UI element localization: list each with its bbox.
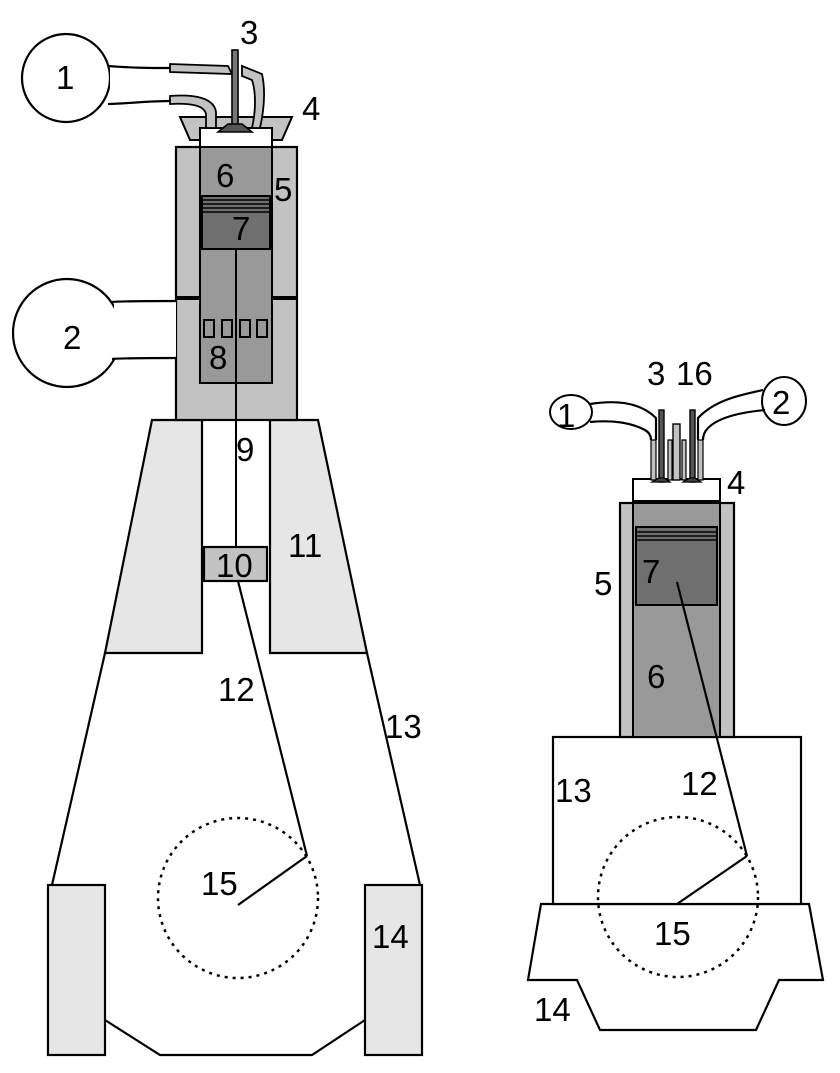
left-piston-rings	[202, 199, 270, 213]
left-intake-passage-lower	[169, 94, 217, 129]
left-piston	[201, 195, 271, 250]
right-cylinder-head	[632, 478, 721, 502]
right-intake-pipe-bottom	[589, 420, 653, 441]
right-crankcase	[551, 735, 803, 906]
left-label-cylinder-wall: 5	[274, 171, 292, 208]
left-valve-head	[215, 123, 255, 133]
right-intake-manifold	[549, 394, 593, 430]
left-label-valve: 3	[240, 14, 258, 51]
right-exhaust-pipe-top	[696, 388, 764, 440]
right-label-cylinder-wall: 5	[594, 565, 612, 602]
right-exhaust-manifold	[761, 376, 807, 426]
left-label-bed: 14	[372, 918, 409, 955]
right-exhaust-valve-stem	[689, 409, 696, 483]
right-connecting-rod	[675, 581, 749, 857]
left-label-crank: 15	[201, 865, 238, 902]
left-label-piston: 7	[232, 210, 250, 247]
right-crank-throw	[676, 855, 748, 905]
right-label-intake-valve: 3	[647, 355, 665, 392]
left-exhaust-pipe-bottom	[111, 356, 177, 361]
right-label-crankcase: 13	[555, 772, 592, 809]
left-exhaust-pipe-top	[111, 299, 177, 304]
left-crosshead-guide-left	[103, 418, 204, 655]
left-frame-right-edge	[365, 652, 422, 886]
right-label-intake-manifold: 1	[557, 397, 575, 434]
left-label-intake-manifold: 1	[56, 59, 74, 96]
right-crank-circle	[596, 815, 760, 979]
right-engine: 1 2 3 16 4 5 6 7 12 13 14 15	[526, 355, 825, 1032]
right-piston-rings	[636, 531, 717, 541]
left-exhaust-pipe	[114, 302, 176, 358]
right-exhaust-pipe-bottom	[701, 408, 766, 441]
right-valve-heads	[649, 477, 703, 483]
left-intake-pipe-top	[107, 64, 171, 70]
left-crosshead-guide-right	[268, 418, 369, 655]
right-intake-valve-stem	[658, 409, 665, 483]
right-label-cylinder-head: 4	[727, 464, 745, 501]
left-frame-outline	[50, 652, 107, 886]
right-bed	[526, 902, 825, 1032]
right-label-exhaust-valve: 16	[676, 355, 713, 392]
left-bed-right-block	[363, 883, 424, 1057]
right-valve-divider	[672, 423, 681, 481]
left-label-ports: 8	[209, 339, 227, 376]
left-label-cylinder-head: 4	[302, 90, 320, 127]
left-label-frame: 13	[385, 708, 422, 745]
left-connecting-rod	[236, 580, 309, 857]
left-label-exhaust-manifold: 2	[63, 319, 81, 356]
left-valve-stem	[231, 49, 239, 129]
left-valve-guide	[241, 64, 266, 129]
right-label-connecting-rod: 12	[681, 765, 718, 802]
left-label-piston-rod: 9	[236, 431, 254, 468]
left-label-crosshead: 10	[216, 547, 253, 584]
left-label-connecting-rod: 12	[218, 671, 255, 708]
right-label-piston: 7	[642, 553, 660, 590]
right-label-exhaust-manifold: 2	[772, 384, 790, 421]
right-label-crank: 15	[654, 915, 691, 952]
right-intake-pipe-top	[589, 401, 658, 440]
right-label-bed: 14	[534, 991, 571, 1028]
left-label-crosshead-guide: 11	[288, 527, 322, 564]
left-intake-pipe-bottom	[107, 99, 171, 106]
left-crank-circle	[156, 816, 320, 980]
left-frame-bottom	[104, 1019, 366, 1057]
left-crosshead	[202, 545, 269, 583]
left-engine: 1 2 3 4 5 6 7 8 9 10 11 12 13 14 15	[11, 14, 424, 1057]
right-label-combustion-chamber: 6	[647, 658, 665, 695]
left-label-combustion-chamber: 6	[216, 157, 234, 194]
left-crank-throw	[237, 855, 308, 906]
left-scavenge-ports	[203, 319, 268, 338]
left-intake-pipe	[110, 66, 170, 105]
left-bed-left-block	[46, 883, 107, 1057]
left-intake-passage	[169, 63, 234, 75]
